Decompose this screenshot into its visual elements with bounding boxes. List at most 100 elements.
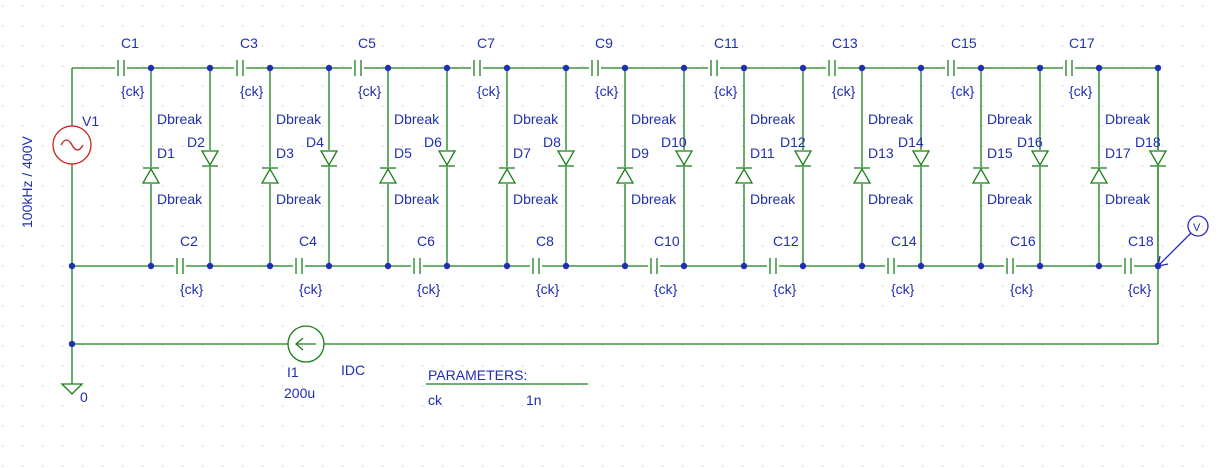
capacitor-upper-value: {ck} — [595, 83, 619, 99]
capacitor-upper[interactable] — [828, 60, 836, 76]
current-arrow-head-icon — [295, 337, 304, 351]
current-source-i1[interactable] — [287, 325, 325, 363]
diode-even-model: Dbreak — [987, 111, 1033, 127]
ac-source-v1[interactable] — [52, 125, 92, 165]
diode-even[interactable] — [674, 150, 694, 167]
diode-odd-label: D17 — [1105, 145, 1131, 161]
diode-odd-label: D1 — [157, 145, 175, 161]
capacitor-lower-value: {ck} — [891, 281, 915, 297]
capacitor-lower-value: {ck} — [1128, 281, 1152, 297]
junction-dot — [68, 262, 76, 270]
junction-dot — [325, 64, 333, 72]
junction-dot — [621, 262, 629, 270]
diode-odd[interactable] — [971, 167, 991, 184]
capacitor-lower-value: {ck} — [299, 281, 323, 297]
capacitor-upper-label: C13 — [832, 35, 858, 51]
diode-odd[interactable] — [852, 167, 872, 184]
capacitor-upper[interactable] — [591, 60, 599, 76]
capacitor-lower[interactable] — [650, 258, 658, 274]
source-value: 100kHz / 400V — [19, 136, 35, 228]
diode-odd[interactable] — [1089, 167, 1109, 184]
diode-odd[interactable] — [497, 167, 517, 184]
capacitor-lower[interactable] — [1124, 258, 1132, 274]
capacitor-lower-label: C10 — [654, 233, 680, 249]
diode-odd[interactable] — [734, 167, 754, 184]
junction-dot — [917, 64, 925, 72]
junction-dot — [325, 262, 333, 270]
diode-even-label: D4 — [306, 134, 324, 150]
diode-even[interactable] — [319, 150, 339, 167]
capacitor-upper[interactable] — [354, 60, 362, 76]
ground-label: 0 — [80, 389, 88, 405]
diode-even-label: D6 — [424, 134, 442, 150]
current-source-circle — [287, 325, 325, 363]
junction-dot — [799, 64, 807, 72]
capacitor-upper-label: C11 — [714, 35, 739, 51]
junction-dot — [443, 64, 451, 72]
diode-even-label: D16 — [1017, 134, 1043, 150]
diode-even-model: Dbreak — [394, 111, 440, 127]
junction-dot — [977, 64, 985, 72]
diode-odd-label: D15 — [987, 145, 1013, 161]
capacitor-upper[interactable] — [117, 60, 125, 76]
junction-dot — [740, 262, 748, 270]
capacitor-lower[interactable] — [176, 258, 184, 274]
diode-even[interactable] — [556, 150, 576, 167]
diode-even-label: D14 — [898, 134, 924, 150]
junction-dot — [147, 64, 155, 72]
capacitor-lower[interactable] — [295, 258, 303, 274]
diode-odd-label: D3 — [276, 145, 294, 161]
capacitor-upper[interactable] — [236, 60, 244, 76]
diode-odd[interactable] — [378, 167, 398, 184]
capacitor-lower[interactable] — [532, 258, 540, 274]
capacitor-lower[interactable] — [1006, 258, 1014, 274]
capacitor-lower-value: {ck} — [417, 281, 441, 297]
diode-odd[interactable] — [141, 167, 161, 184]
diode-even[interactable] — [1030, 150, 1050, 167]
diode-even[interactable] — [911, 150, 931, 167]
capacitor-upper-label: C17 — [1069, 35, 1095, 51]
junction-dot — [799, 262, 807, 270]
diode-odd-model: Dbreak — [631, 191, 677, 207]
capacitor-lower[interactable] — [413, 258, 421, 274]
diode-even[interactable] — [793, 150, 813, 167]
capacitor-upper[interactable] — [710, 60, 718, 76]
capacitor-upper-label: C1 — [121, 35, 139, 51]
diode-odd-label: D11 — [750, 145, 775, 161]
diode-even[interactable] — [1148, 150, 1168, 167]
capacitor-lower[interactable] — [887, 258, 895, 274]
source-name: V1 — [82, 113, 99, 129]
junction-dot — [1095, 262, 1103, 270]
diode-odd-model: Dbreak — [1105, 191, 1151, 207]
junction-dot — [621, 64, 629, 72]
diode-odd-model: Dbreak — [513, 191, 559, 207]
diode-even-label: D18 — [1135, 134, 1161, 150]
diode-even-model: Dbreak — [513, 111, 559, 127]
diode-odd-label: D7 — [513, 145, 531, 161]
diode-odd[interactable] — [615, 167, 635, 184]
diode-even-model: Dbreak — [1105, 111, 1151, 127]
diode-even[interactable] — [437, 150, 457, 167]
capacitor-upper[interactable] — [1065, 60, 1073, 76]
capacitor-lower-label: C8 — [536, 233, 554, 249]
diode-odd[interactable] — [260, 167, 280, 184]
diode-odd-model: Dbreak — [157, 191, 203, 207]
capacitor-lower[interactable] — [769, 258, 777, 274]
capacitor-lower-value: {ck} — [654, 281, 678, 297]
junction-dot — [503, 262, 511, 270]
rail-junctions — [68, 262, 1162, 348]
current-source-type: IDC — [341, 362, 365, 378]
junction-dot — [562, 262, 570, 270]
junction-dot — [503, 64, 511, 72]
voltage-probe-icon[interactable] — [1157, 215, 1209, 267]
diode-even[interactable] — [200, 150, 220, 167]
capacitor-lower-label: C16 — [1010, 233, 1036, 249]
capacitor-upper[interactable] — [473, 60, 481, 76]
diode-even-label: D2 — [187, 134, 205, 150]
capacitor-upper[interactable] — [947, 60, 955, 76]
parameter-value: 1n — [526, 392, 542, 408]
